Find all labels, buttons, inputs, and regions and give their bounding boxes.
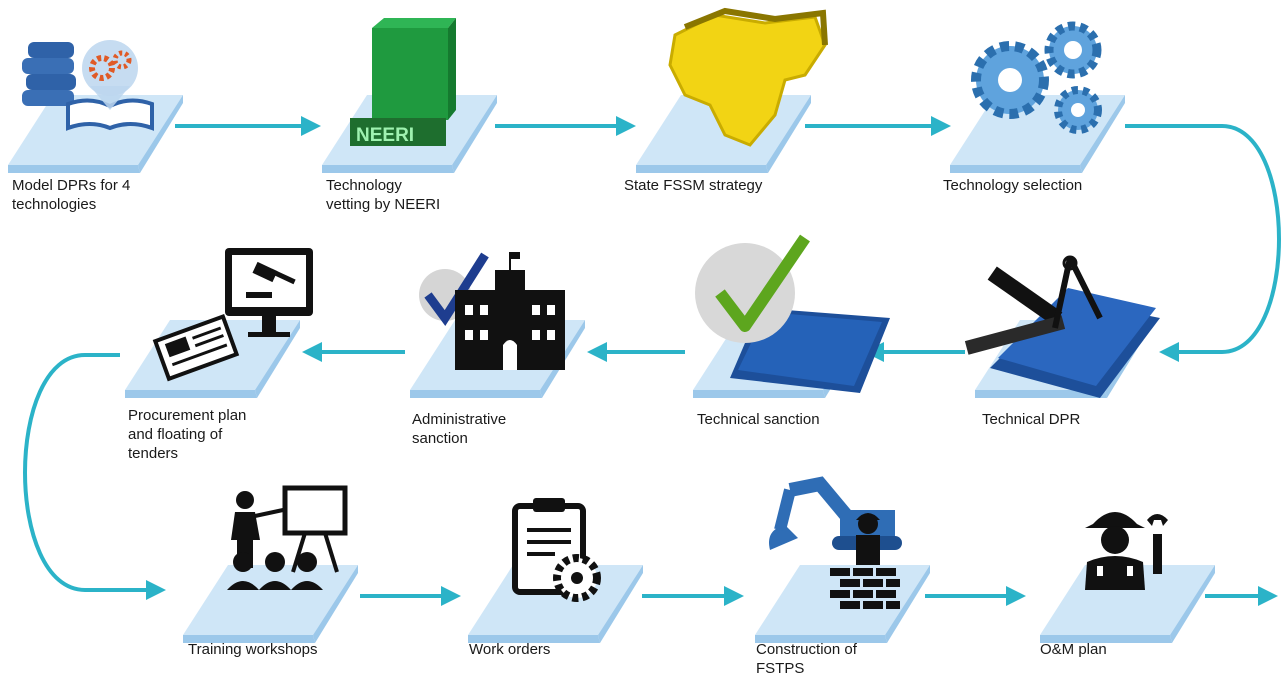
worker-wrench-icon [1085,512,1168,590]
step-label-8: Procurement plan and floating of tenders [128,407,247,462]
blueprint-tools-icon [964,255,1160,398]
step-label-2: Technology vetting by NEERI [326,177,441,213]
step-label-11: Construction of FSTPS [756,641,857,677]
state-map-icon [668,7,828,147]
step-label-9: Training workshops [188,641,318,658]
step-label-4: Technology selection [943,177,1083,194]
computer-gavel-newspaper-icon [152,248,313,382]
step-label-7: Administrative sanction [412,411,507,447]
step-label-3: State FSSM strategy [624,177,763,194]
step-label-10: Work orders [469,641,551,658]
government-building-check-icon [419,252,565,370]
arrow-4-5 [1125,124,1281,362]
checked-blueprint-icon [695,234,890,393]
flow-arrows [23,116,1281,606]
excavator-worker-icon [769,476,902,609]
platform-9 [183,565,358,643]
books-gear-icon [22,40,154,131]
presentation-audience-icon [227,485,348,590]
neeri-block-icon: NEERI [350,18,456,146]
step-label-1: Model DPRs for 4 technologies [12,177,131,213]
neeri-text: NEERI [356,125,414,146]
step-label-12: O&M plan [1040,641,1107,658]
step-label-5: Technical DPR [982,411,1081,428]
gears-icon [971,21,1102,134]
step-label-6: Technical sanction [697,411,820,428]
arrow-8-9 [23,353,166,600]
clipboard-gear-icon [512,498,601,602]
platform-12 [1040,565,1215,643]
